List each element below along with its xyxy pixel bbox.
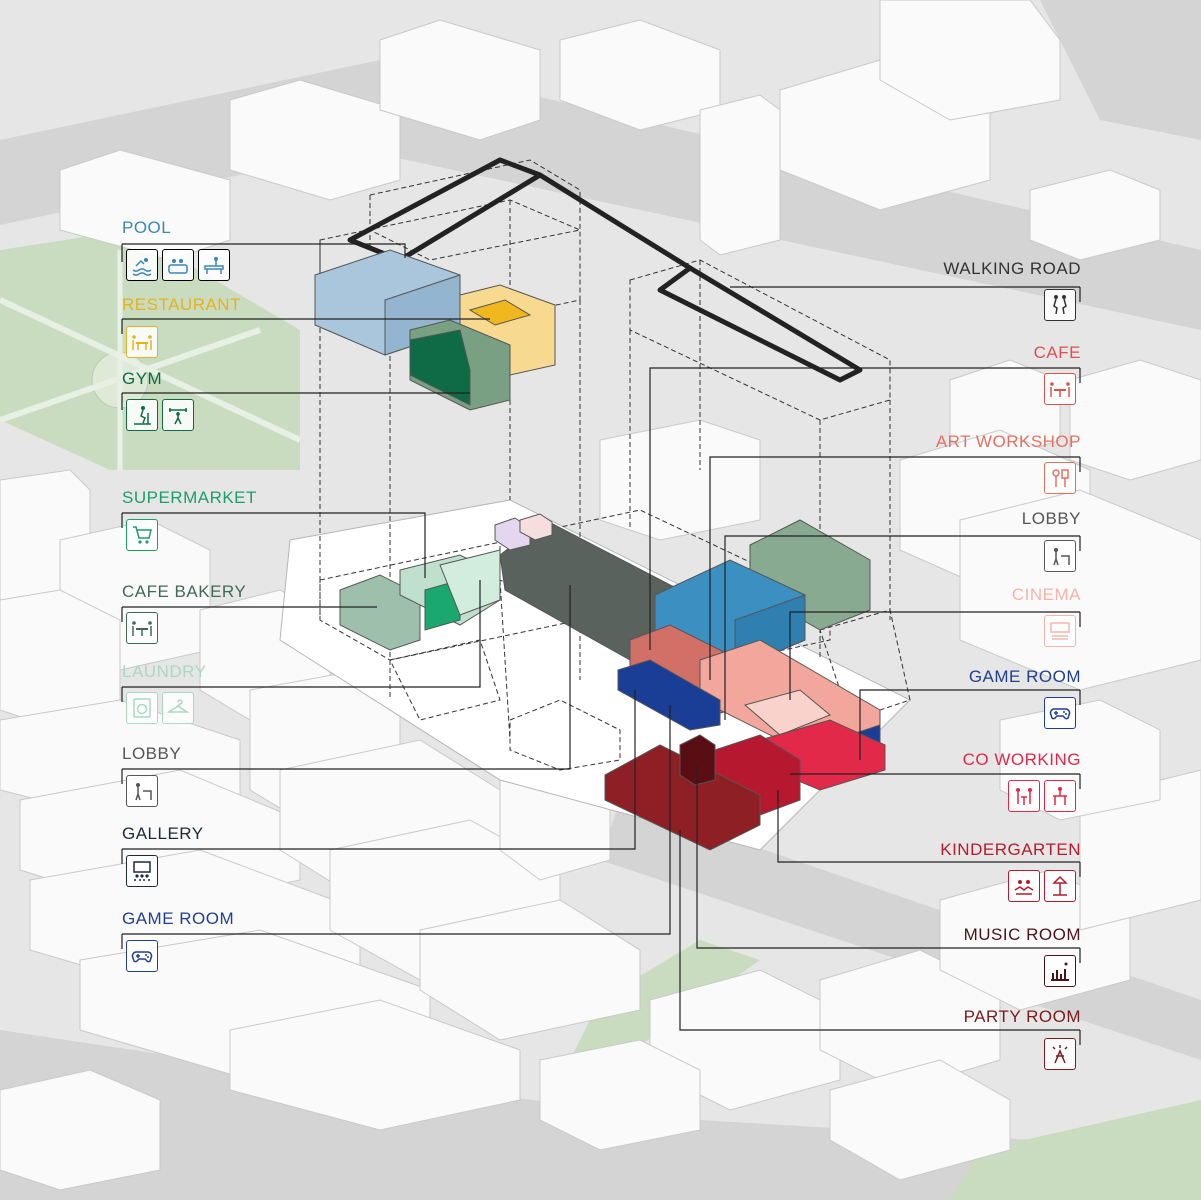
icons-kindergarten — [1008, 870, 1076, 902]
icons-lobby-right — [1044, 540, 1076, 572]
gamepad-icon — [1044, 697, 1076, 729]
cinema-screen-icon — [1044, 615, 1076, 647]
party-room-block — [604, 744, 761, 851]
label-party-room: PARTY ROOM — [963, 1007, 1081, 1026]
label-strokes — [121, 244, 1081, 1045]
walking-people-icon — [1044, 289, 1076, 321]
celebration-icon — [1044, 1038, 1076, 1070]
label-cinema: CINEMA — [1011, 585, 1081, 604]
label-gym: GYM — [122, 369, 163, 388]
label-music-room: MUSIC ROOM — [963, 925, 1081, 944]
icons-laundry — [126, 692, 194, 724]
icons-gym — [126, 399, 194, 431]
icons-co-working — [1008, 780, 1076, 812]
weightlifting-icon — [162, 399, 194, 431]
label-kindergarten: KINDERGARTEN — [940, 840, 1081, 859]
gamepad-icon — [126, 940, 158, 972]
reception-desk-icon — [1044, 540, 1076, 572]
music-room-block — [679, 734, 716, 786]
icons-gallery — [126, 855, 158, 887]
washing-machine-icon — [126, 692, 158, 724]
cafe-table-icon — [126, 612, 158, 644]
icons-cafe-bakery — [126, 612, 158, 644]
shopping-cart-icon — [126, 519, 158, 551]
spa-massage-icon — [198, 249, 230, 281]
icons-cinema — [1044, 615, 1076, 647]
label-pool: POOL — [122, 218, 172, 237]
icons-party-room — [1044, 1038, 1076, 1070]
swimming-icon — [126, 249, 158, 281]
treadmill-icon — [126, 399, 158, 431]
icons-restaurant — [126, 326, 158, 358]
icons-lobby-left — [126, 775, 158, 807]
label-walking-road: WALKING ROAD — [943, 259, 1081, 278]
label-cafe: CAFE — [1033, 343, 1081, 362]
cafe-table-icon — [1044, 373, 1076, 405]
label-laundry: LAUNDRY — [122, 662, 207, 681]
reception-desk-icon — [126, 775, 158, 807]
icons-game-room-right — [1044, 697, 1076, 729]
icons-art-workshop — [1044, 462, 1076, 494]
kids-playing-icon — [1008, 870, 1040, 902]
label-restaurant: RESTAURANT — [122, 295, 241, 314]
playground-icon — [1044, 870, 1076, 902]
icons-music-room — [1044, 955, 1076, 987]
icons-cafe — [1044, 373, 1076, 405]
label-lobby-right: LOBBY — [1021, 509, 1081, 528]
meeting-people-icon — [1008, 780, 1040, 812]
icons-pool — [126, 249, 230, 281]
label-game-room-right: GAME ROOM — [968, 667, 1081, 686]
gallery-viewing-icon — [126, 855, 158, 887]
icons-walking-road — [1044, 289, 1076, 321]
music-equalizer-icon — [1044, 955, 1076, 987]
label-art-workshop: ART WORKSHOP — [935, 432, 1081, 451]
dining-table-icon — [126, 326, 158, 358]
label-game-room-left: GAME ROOM — [122, 909, 235, 928]
paint-tools-icon — [1044, 462, 1076, 494]
label-gallery: GALLERY — [122, 824, 204, 843]
label-supermarket: SUPERMARKET — [122, 488, 257, 507]
icons-supermarket — [126, 519, 158, 551]
leader-lines — [122, 243, 1080, 1031]
icons-game-room-left — [126, 940, 158, 972]
label-co-working: CO WORKING — [962, 750, 1081, 769]
label-cafe-bakery: CAFE BAKERY — [122, 582, 247, 601]
desk-chair-icon — [1044, 780, 1076, 812]
game-room-block — [617, 659, 721, 731]
hot-tub-icon — [162, 249, 194, 281]
label-lobby-left: LOBBY — [122, 744, 182, 763]
clothes-hanger-icon — [162, 692, 194, 724]
